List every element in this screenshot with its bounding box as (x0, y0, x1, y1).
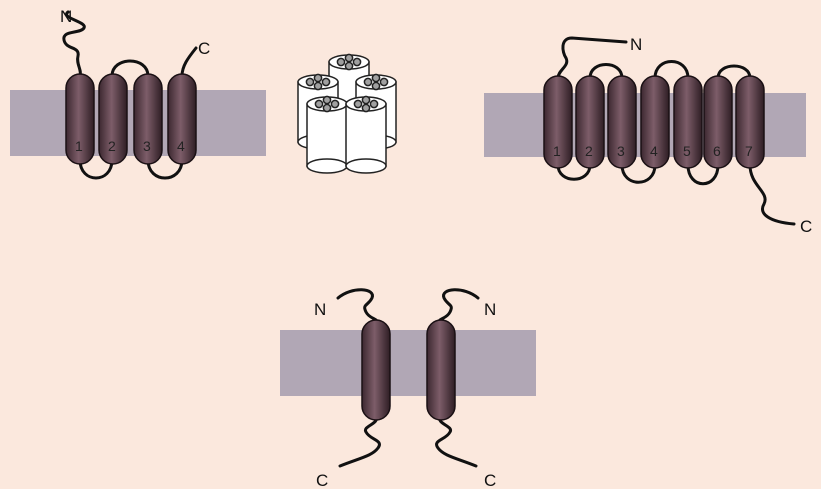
helix-number: 1 (75, 138, 83, 154)
single-pass-panel: N C N C (280, 290, 536, 489)
helix-number: 3 (143, 138, 151, 154)
n-terminus-label: N (60, 7, 72, 26)
cylinder-front-left (307, 96, 347, 173)
n-terminus-label: N (630, 35, 642, 54)
seven-tm-panel: N C 1 2 3 4 5 6 7 (484, 35, 812, 236)
helix-right (427, 320, 455, 420)
left-c-terminus-label: C (316, 471, 328, 489)
c-terminus-label: C (800, 217, 812, 236)
membrane-bilayer (280, 330, 536, 396)
helix-number: 4 (650, 143, 658, 159)
helix-number: 2 (108, 138, 116, 154)
helix-number: 2 (585, 143, 593, 159)
right-n-terminus-label: N (484, 300, 496, 319)
right-c-terminus-label: C (484, 471, 496, 489)
cylinder-front-right (346, 96, 386, 173)
four-tm-panel: N C 1 2 3 4 (10, 7, 266, 178)
helix-number: 4 (177, 138, 185, 154)
helix-number: 1 (553, 143, 561, 159)
helix-number: 7 (745, 143, 753, 159)
helix-number: 3 (617, 143, 625, 159)
helix-number: 6 (713, 143, 721, 159)
c-terminus-label: C (198, 39, 210, 58)
helix-number: 5 (683, 143, 691, 159)
left-n-terminus-label: N (314, 300, 326, 319)
helix-left (362, 320, 390, 420)
channel-bundle-panel (298, 54, 396, 173)
